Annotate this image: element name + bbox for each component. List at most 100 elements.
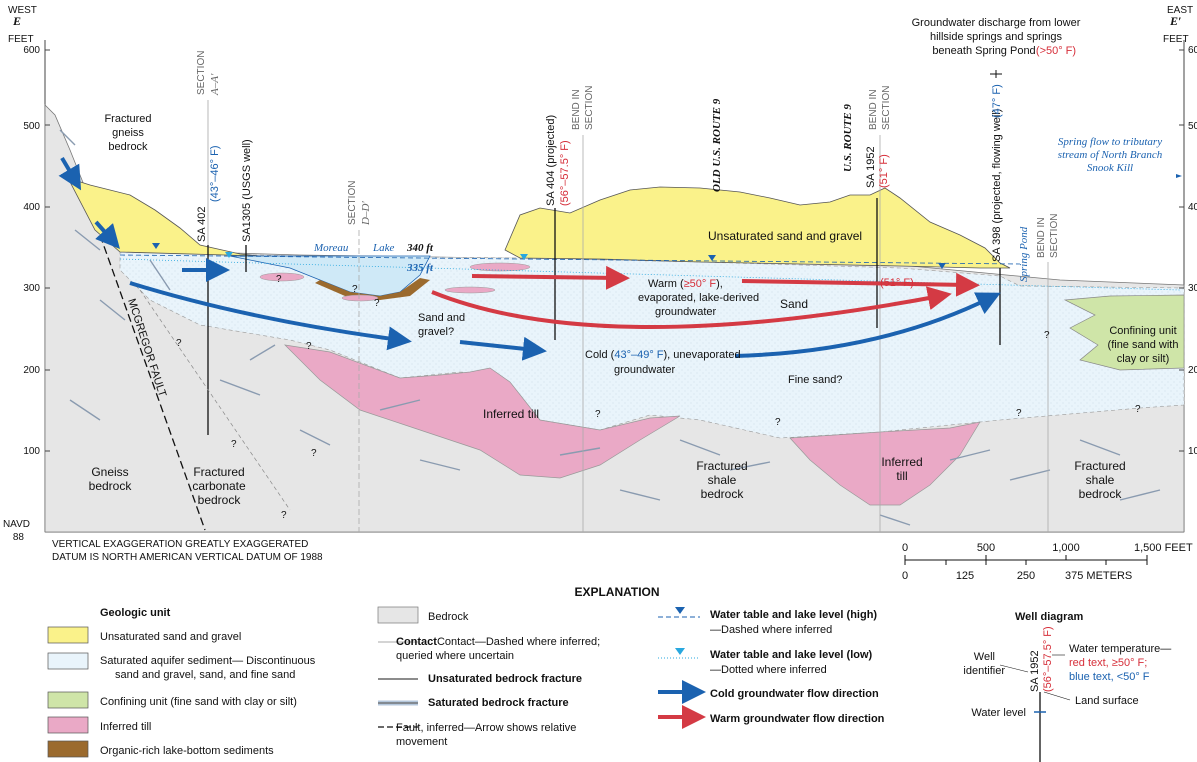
legend-label: Unsaturated sand and gravel: [100, 631, 241, 643]
query-mark: ?: [1016, 408, 1022, 419]
section-dd-label: D–D′: [360, 201, 372, 226]
inferred-till-label-1: Inferred till: [483, 407, 539, 421]
shale-label-2: bedrock: [1079, 487, 1123, 501]
shale-label-1: bedrock: [701, 487, 745, 501]
query-mark: ?: [176, 338, 182, 349]
legend-swatch-unsat: [47, 626, 89, 644]
lake-high-level: 340 ft: [406, 242, 434, 254]
spring-flow-label: Snook Kill: [1087, 162, 1133, 174]
warm-flow-arrow-1: [471, 265, 630, 290]
feet-label-right: FEET: [1163, 34, 1189, 45]
wt-low-marker: [520, 254, 528, 260]
scale-meters-label: 125: [956, 570, 974, 582]
spring-flow-label: Spring flow to tributary: [1058, 136, 1162, 148]
explanation-title: EXPLANATION: [574, 585, 659, 599]
shale-label-1: shale: [708, 473, 737, 487]
tick-label: 200: [1188, 365, 1197, 376]
tick-label: 200: [23, 365, 40, 376]
shale-label-2: Fractured: [1074, 459, 1125, 473]
cold-label-2: groundwater: [614, 364, 675, 376]
leader-line: [1043, 691, 1071, 701]
bend-label: BEND IN: [571, 89, 582, 130]
discharge-note: Groundwater discharge from lower hillsid…: [912, 17, 1081, 57]
query-mark: ?: [775, 417, 781, 428]
spring-pond-label: Spring Pond: [1018, 226, 1030, 282]
query-mark: ?: [311, 448, 317, 459]
cold-label: Cold (43°–49° F), unevaporated: [585, 349, 741, 361]
legend-swatch-till: [47, 716, 89, 734]
legend-label: Confining unit (fine sand with clay or s…: [100, 696, 297, 708]
warm-label-2: evaporated, lake-derived: [638, 292, 759, 304]
organic-sediment: [315, 278, 430, 300]
inferred-till-1: [283, 344, 681, 479]
tick-label: 400: [23, 202, 40, 213]
scale-meters-label: 250: [1017, 570, 1035, 582]
bend-label: BEND IN: [1036, 217, 1047, 258]
scale-feet-label: 1,000: [1052, 542, 1080, 554]
well-diagram: Well diagram SA 1952 (56°–57.5° F) Well …: [963, 611, 1171, 762]
tick-label: 500: [1188, 121, 1197, 132]
well-sa1952-temp: (51° F): [878, 154, 890, 188]
well-sa398-temp: (47° F): [991, 84, 1003, 118]
well-sa1952-id: SA 1952: [865, 146, 877, 188]
legend-label: Saturated aquifer sediment— Discontinuou…: [100, 655, 316, 667]
till-lens: [469, 262, 531, 272]
inferred-till-2: [789, 421, 981, 506]
legend-water: Water table and lake level (high) —Dashe…: [658, 607, 885, 729]
legend-wt-high-marker: [675, 607, 685, 614]
legend-label: Fault, inferred—Arrow shows relative: [396, 722, 576, 734]
carbonate-label: bedrock: [198, 493, 242, 507]
tick-label: 300: [23, 283, 40, 294]
axis-tick-marks: [45, 49, 1184, 452]
vertical-exaggeration-note: VERTICAL EXAGGERATION GREATLY EXAGGERATE…: [52, 539, 308, 550]
datum-note: DATUM IS NORTH AMERICAN VERTICAL DATUM O…: [52, 552, 323, 563]
cold-flow-arrow-5: [459, 336, 547, 361]
well-sa1305-id: SA1305 (USGS well): [241, 139, 253, 242]
query-marks: ? ? ? ? ? ? ? ? ? ? ? ? ?: [176, 274, 1141, 521]
legend-label: queried where uncertain: [396, 650, 514, 662]
legend-label: blue text, <50° F: [1069, 671, 1150, 683]
inferred-till-label-2: till: [896, 469, 907, 483]
legend-label: Water table and lake level (low): [710, 649, 873, 661]
legend-label: Water table and lake level (high): [710, 609, 877, 621]
wt-low-marker: [225, 252, 233, 258]
right-axis-ticks: 600 500 400 300 200 100: [1188, 45, 1197, 457]
discharge-note-line: hillside springs and springs: [930, 31, 1063, 43]
query-mark: ?: [1044, 330, 1050, 341]
tick-label: 100: [23, 446, 40, 457]
sand-gravel-label: gravel?: [418, 326, 454, 338]
legend-label: movement: [396, 736, 447, 748]
tick-label: 300: [1188, 283, 1197, 294]
gneiss-top-label: bedrock: [108, 141, 148, 153]
legend-label: Well: [974, 651, 995, 663]
till-lens: [341, 294, 379, 302]
legend-well-temp: (56°–57.5° F): [1042, 626, 1054, 692]
legend-label: sand and gravel, sand, and fine sand: [115, 669, 295, 681]
feet-label-left: FEET: [8, 34, 34, 45]
discharge-note-line: Groundwater discharge from lower: [912, 17, 1081, 29]
legend-label: Organic-rich lake-bottom sediments: [100, 745, 274, 757]
scale-feet-label: 1,500 FEET: [1134, 542, 1193, 554]
bend-label: SECTION: [1049, 214, 1060, 258]
cold-flow-arrow-2: [94, 220, 120, 249]
unsat-label: Unsaturated sand and gravel: [708, 229, 862, 243]
cold-flow-arrow-1: [58, 156, 82, 191]
query-mark: ?: [352, 284, 358, 295]
scale-meters-label: 0: [902, 570, 908, 582]
water-table-high: [119, 254, 1021, 265]
geologic-unit-heading: Geologic unit: [100, 607, 171, 619]
fine-sand-label: Fine sand?: [788, 374, 842, 386]
legend-wt-low-marker: [675, 648, 685, 655]
tick-label: 600: [1188, 45, 1197, 56]
confining-label: Confining unit: [1109, 325, 1176, 337]
till-lens: [444, 286, 496, 294]
legend-label: red text, ≥50° F;: [1069, 657, 1147, 669]
legend-swatch-bedrock: [377, 606, 419, 624]
legend-label: Cold groundwater flow direction: [710, 688, 879, 700]
gneiss-bottom-label: Gneiss: [91, 465, 128, 479]
query-mark: ?: [306, 341, 312, 352]
unsat-right: [504, 186, 1011, 269]
lake-low-level: 335 ft: [406, 262, 434, 274]
discharge-temp: (>50° F): [1036, 45, 1076, 57]
